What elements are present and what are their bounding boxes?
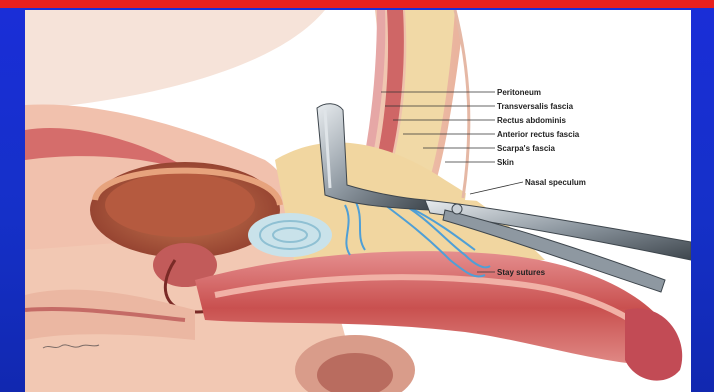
header-accent-bar: [0, 0, 714, 8]
label-transversalis-fascia: Transversalis fascia: [497, 102, 574, 111]
label-scarpas-fascia: Scarpa's fascia: [497, 144, 555, 153]
label-rectus-abdominis: Rectus abdominis: [497, 116, 566, 125]
bladder-lumen: [105, 173, 255, 237]
speculum-hinge: [452, 204, 462, 214]
label-peritoneum: Peritoneum: [497, 88, 541, 97]
glans: [625, 308, 682, 380]
label-nasal-speculum: Nasal speculum: [525, 178, 586, 187]
label-stay-sutures: Stay sutures: [497, 268, 546, 277]
label-anterior-rectus-fascia: Anterior rectus fascia: [497, 130, 580, 139]
upper-left-tissue: [25, 10, 325, 110]
label-skin: Skin: [497, 158, 514, 167]
anatomical-illustration: Peritoneum Transversalis fascia Rectus a…: [25, 10, 691, 392]
